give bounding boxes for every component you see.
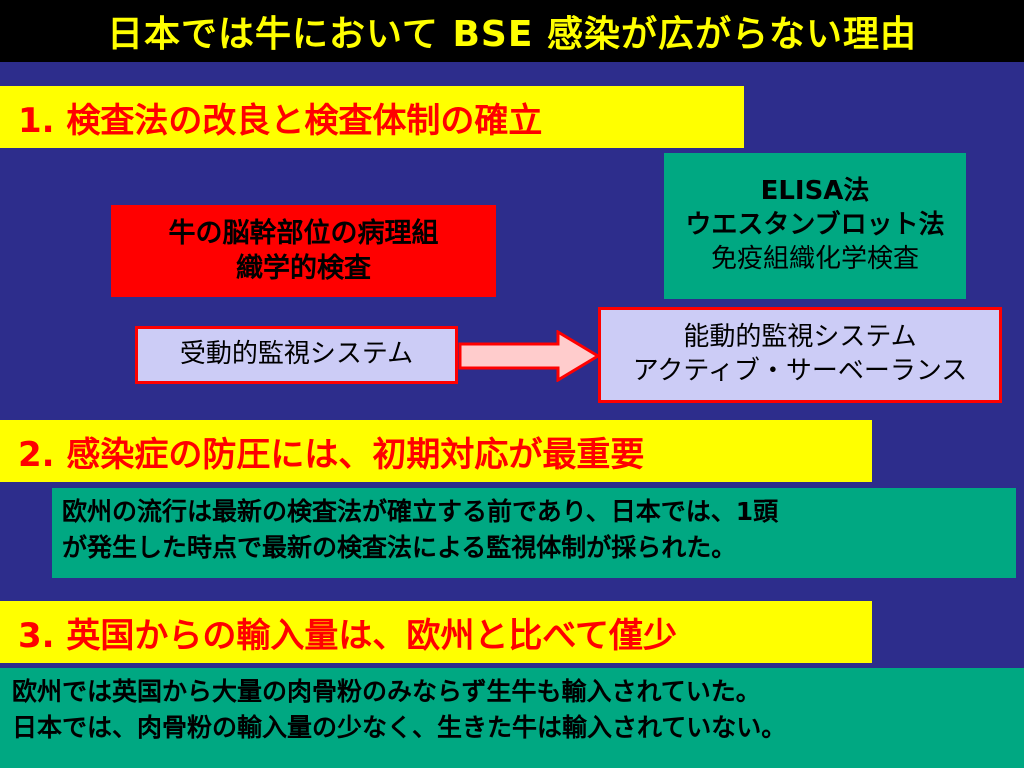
import-comparison-box: 欧州では英国から大量の肉骨粉のみならず生牛も輸入されていた。 日本では、肉骨粉の… — [0, 668, 1024, 768]
active-surveillance-line-2: アクティブ・サーベーランス — [632, 356, 968, 386]
import-line-2: 日本では、肉骨粉の輸入量の少なく、生きた牛は輸入されていない。 — [12, 713, 787, 743]
pathology-line-2: 織学的検査 — [236, 253, 371, 284]
europe-epidemic-line-1: 欧州の流行は最新の検査法が確立する前であり、日本では、1頭 — [62, 497, 779, 526]
passive-surveillance-label: 受動的監視システム — [179, 339, 414, 370]
import-line-1: 欧州では英国から大量の肉骨粉のみならず生牛も輸入されていた。 — [12, 677, 761, 706]
elisa-line: ELISA法 — [760, 176, 870, 207]
pathology-line-1: 牛の脳幹部位の病理組 — [168, 217, 439, 249]
right-arrow-icon — [458, 330, 600, 382]
section-1-heading: 1. 検査法の改良と検査体制の確立 — [0, 86, 744, 148]
test-methods-box: ELISA法 ウエスタンブロット法 免疫組織化学検査 — [664, 153, 966, 299]
western-blot-line: ウエスタンブロット法 — [685, 210, 945, 241]
pathology-exam-box: 牛の脳幹部位の病理組 織学的検査 — [111, 205, 496, 297]
active-surveillance-box: 能動的監視システム アクティブ・サーベーランス — [598, 307, 1002, 403]
immunohistochemistry-line: 免疫組織化学検査 — [710, 243, 919, 274]
active-surveillance-line-1: 能動的監視システム — [683, 322, 917, 353]
slide-title: 日本では牛において BSE 感染が広がらない理由 — [0, 0, 1024, 62]
europe-epidemic-line-2: が発生した時点で最新の検査法による監視体制が採られた。 — [62, 533, 737, 563]
passive-surveillance-box: 受動的監視システム — [135, 326, 458, 384]
section-3-heading: 3. 英国からの輸入量は、欧州と比べて僅少 — [0, 601, 872, 663]
section-2-heading: 2. 感染症の防圧には、初期対応が最重要 — [0, 420, 872, 482]
europe-epidemic-box: 欧州の流行は最新の検査法が確立する前であり、日本では、1頭 が発生した時点で最新… — [52, 488, 1016, 578]
